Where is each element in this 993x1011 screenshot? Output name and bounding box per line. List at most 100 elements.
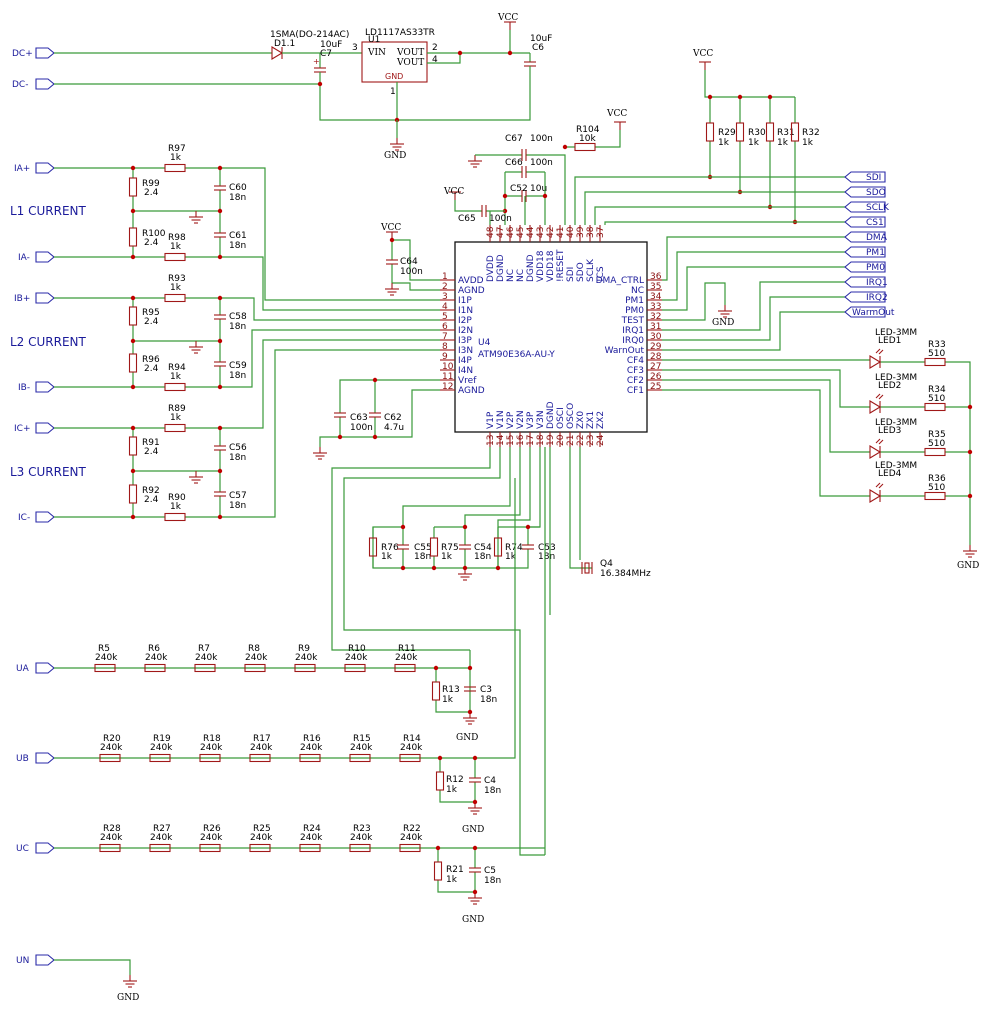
svg-text:R100: R100 (142, 229, 166, 239)
svg-text:LED2: LED2 (878, 381, 901, 391)
svg-text:C58: C58 (229, 312, 247, 322)
svg-text:R93: R93 (168, 274, 186, 284)
capacitor-c59 (213, 361, 227, 367)
svg-text:18n: 18n (414, 552, 431, 562)
u1-vout2: VOUT (396, 58, 424, 68)
pin-sdo: SDO (576, 262, 586, 282)
svg-text:R34: R34 (928, 385, 946, 395)
port-ib-minus[interactable] (35, 381, 55, 393)
svg-text:C61: C61 (229, 231, 247, 241)
svg-text:C54: C54 (474, 543, 492, 553)
svg-text:C63: C63 (350, 413, 368, 423)
ref-r24: R24 (303, 824, 321, 834)
pin-cf3: CF3 (627, 366, 644, 376)
port-ua[interactable] (35, 662, 55, 674)
resistor-r12 (435, 771, 445, 791)
pin-num: 29 (650, 342, 662, 352)
value-r11: 240k (395, 653, 418, 663)
pin-agnd: AGND (458, 286, 485, 296)
gnd-un: GND (117, 993, 139, 1003)
svg-text:18n: 18n (474, 552, 491, 562)
pin-!reset: !RESET (556, 249, 566, 282)
port-ia-plus[interactable] (35, 162, 55, 174)
pin-num: 47 (496, 227, 506, 238)
svg-text:R35: R35 (928, 430, 946, 440)
port-ia-minus[interactable] (35, 251, 55, 263)
port-ib-plus[interactable] (35, 292, 55, 304)
svg-text:1k: 1k (777, 138, 789, 148)
ref-r17: R17 (253, 734, 271, 744)
resistor-r15 (349, 753, 371, 763)
port-dc-minus[interactable] (35, 78, 55, 90)
pin-num: 22 (576, 435, 586, 446)
pin-i1n: I1N (458, 306, 473, 316)
resistor-r19 (149, 753, 171, 763)
label-sdi: SDI (866, 173, 881, 183)
vcc-reset: VCC (606, 109, 627, 119)
pin-dma_ctrl: DMA_CTRL (596, 276, 644, 286)
capacitor-c4 (468, 777, 482, 783)
u1-vin: VIN (367, 48, 386, 58)
capacitor-c53 (521, 544, 535, 550)
svg-text:18n: 18n (229, 241, 246, 251)
pin-num: 37 (596, 227, 606, 238)
d1-ref: D1.1 (274, 39, 295, 49)
svg-text:LED-3MM: LED-3MM (875, 418, 917, 428)
label-irq1: IRQ1 (866, 278, 888, 288)
svg-text:2.4: 2.4 (144, 188, 159, 198)
svg-text:10u: 10u (530, 184, 547, 194)
pin-vdd18: VDD18 (546, 250, 556, 282)
label-sclk: SCLK (866, 203, 890, 213)
svg-text:18n: 18n (229, 453, 246, 463)
pin-num: 28 (650, 352, 662, 362)
pin-num: 10 (442, 362, 454, 372)
svg-text:10k: 10k (579, 134, 596, 144)
capacitor-c55 (396, 544, 410, 550)
pin-num: 40 (566, 226, 576, 238)
capacitor-c7 (313, 67, 327, 73)
capacitor-c63 (333, 412, 347, 418)
svg-text:LED-3MM: LED-3MM (875, 328, 917, 338)
pin-test: TEST (621, 316, 645, 326)
capacitor-c57 (213, 491, 227, 497)
port-ic-minus[interactable] (35, 511, 55, 523)
port-ub[interactable] (35, 752, 55, 764)
vcc-dvdd: VCC (443, 187, 464, 197)
port-dc-plus[interactable] (35, 47, 55, 59)
resistor-r91 (128, 436, 138, 456)
svg-text:1k: 1k (446, 785, 458, 795)
ref-r15: R15 (353, 734, 371, 744)
ic-pins-top: 48DVDD47DGND46NC45NC44DGND43VDD1842VDD18… (486, 225, 606, 282)
capacitor-c6 (523, 61, 537, 67)
un-ground: UN GND (16, 954, 139, 1003)
pin-num: 4 (442, 302, 448, 312)
port-uc[interactable] (35, 842, 55, 854)
resistor-r11 (394, 663, 416, 673)
pin-num: 2 (442, 282, 448, 292)
label-pm0: PM0 (866, 263, 885, 273)
svg-text:R75: R75 (441, 543, 459, 553)
svg-text:R97: R97 (168, 144, 186, 154)
pin-cf4: CF4 (627, 356, 644, 366)
c6-value: 10uF (530, 34, 552, 44)
pin-num: 13 (486, 435, 496, 446)
port-un[interactable] (35, 954, 55, 966)
gnd-ub: GND (462, 825, 484, 835)
svg-text:100n: 100n (530, 134, 553, 144)
svg-text:R96: R96 (142, 355, 160, 365)
capacitor-c56 (213, 445, 227, 451)
pin-vref: Vref (458, 376, 477, 386)
capacitor-c54 (458, 544, 472, 550)
svg-text:2.4: 2.4 (144, 317, 159, 327)
gnd-power: GND (384, 151, 406, 161)
pin-vdd18: VDD18 (536, 250, 546, 282)
pin-nc: NC (631, 286, 644, 296)
pin-v1p: V1P (486, 411, 496, 429)
svg-text:100n: 100n (400, 267, 423, 277)
pin-irq1: IRQ1 (622, 326, 644, 336)
port-ic-plus[interactable] (35, 422, 55, 434)
d1-value: 1SMA(DO-214AC) (270, 30, 349, 40)
svg-text:C56: C56 (229, 443, 247, 453)
